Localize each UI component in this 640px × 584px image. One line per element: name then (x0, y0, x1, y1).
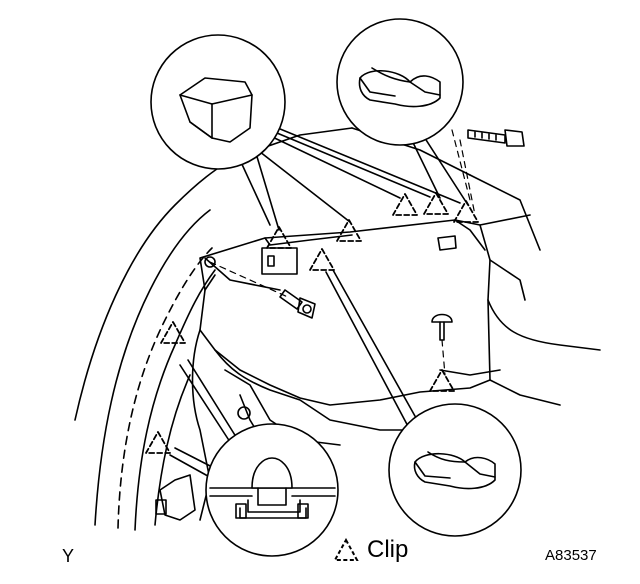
clip-loose (431, 313, 453, 341)
body-pillar-outline (74, 127, 471, 531)
clip-marker-3 (309, 248, 335, 271)
callout-retainer-top (336, 18, 464, 146)
bolt-lower (279, 289, 316, 319)
panel-tab (437, 235, 457, 251)
clip-marker-4 (392, 193, 418, 216)
callout-retainer-bottom (388, 403, 522, 537)
clip-marker-5 (423, 192, 449, 215)
clip-marker-6 (453, 200, 479, 223)
figure-code: A83537 (545, 547, 597, 564)
legend-label: Clip (367, 536, 409, 563)
bolt-upper (467, 129, 525, 147)
clip-marker-1 (266, 226, 292, 249)
clip-marker-7 (160, 321, 186, 344)
callout-leaders (169, 114, 469, 481)
callout-clip-block (150, 34, 286, 170)
callout-clip-section (205, 423, 339, 557)
panel-bolt-hole (204, 256, 216, 268)
clip-marker-8 (145, 431, 171, 454)
clip-legend: Clip (333, 536, 408, 564)
corner-label: Y (62, 546, 75, 566)
clip-markers (145, 192, 479, 454)
clip-marker-2 (336, 219, 362, 242)
right-body-structure (439, 174, 601, 406)
dashed-triangle-clip-icon (333, 538, 359, 561)
hidden-lines (209, 129, 476, 376)
clip-marker-9 (429, 369, 455, 392)
